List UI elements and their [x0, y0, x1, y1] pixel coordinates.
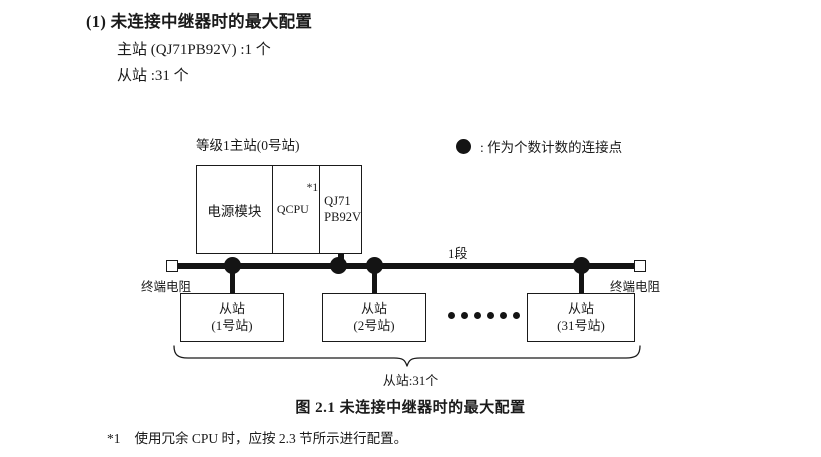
footnote: *1 使用冗余 CPU 时，应按 2.3 节所示进行配置。 — [107, 427, 407, 447]
legend-label: : 作为个数计数的连接点 — [480, 140, 623, 155]
slave-station-box: 从站 (2号站) — [322, 293, 426, 342]
footnote-marker: *1 — [306, 182, 319, 194]
slave-station-label-line2: (2号站) — [353, 317, 395, 333]
ellipsis-dot — [513, 312, 520, 319]
figure-caption: 图 2.1 未连接中继器时的最大配置 — [295, 400, 526, 416]
legend: : 作为个数计数的连接点 — [456, 136, 622, 156]
terminator-label-right: 终端电阻 — [610, 280, 661, 294]
terminator-label-left: 终端电阻 — [141, 280, 192, 294]
terminator-square-left — [166, 260, 178, 272]
connection-point-tap — [573, 257, 590, 274]
slave-station-label-line1: 从站 — [360, 300, 387, 316]
section-line-master-count: 主站 (QJ71PB92V) :1 个 — [117, 42, 271, 58]
connection-point-tap — [366, 257, 383, 274]
ellipsis-dot — [487, 312, 494, 319]
slave-group-brace — [172, 345, 642, 372]
ellipsis-dot — [474, 312, 481, 319]
slave-drop-line — [578, 266, 584, 294]
module-power-supply: 电源模块 — [197, 166, 272, 253]
slave-station-box: 从站 (31号站) — [527, 293, 635, 342]
slave-station-label-line2: (1号站) — [211, 317, 253, 333]
module-network-label-line1: QJ71 — [324, 194, 351, 209]
brace-shape — [173, 345, 641, 367]
master-station-box: 电源模块 QCPU *1 QJ71 PB92V — [196, 165, 362, 254]
terminator-square-right — [634, 260, 646, 272]
filled-circle-icon — [456, 138, 471, 154]
slave-station-label-line2: (31号站) — [557, 317, 605, 333]
module-cpu-label: QCPU — [276, 202, 309, 216]
module-cpu: QCPU *1 — [271, 166, 319, 253]
slave-total-label: 从站:31个 — [382, 373, 439, 388]
ellipsis-dot — [461, 312, 468, 319]
segment-label: 1段 — [448, 246, 468, 261]
module-network-label-line2: PB92V — [324, 209, 361, 224]
slave-drop-line — [371, 266, 377, 294]
section-line-slave-count: 从站 :31 个 — [117, 68, 189, 84]
ellipsis-dot — [500, 312, 507, 319]
footnote-text: 使用冗余 CPU 时，应按 2.3 节所示进行配置。 — [134, 431, 408, 446]
slave-drop-line — [229, 266, 235, 294]
bus-trunk-line — [176, 263, 638, 269]
section-title: (1) 未连接中继器时的最大配置 — [86, 12, 313, 31]
slave-station-label-line1: 从站 — [567, 300, 594, 316]
connection-point-tap — [330, 257, 347, 274]
ellipsis-dots — [448, 312, 520, 319]
master-station-label: 等级1主站(0号站) — [196, 138, 300, 153]
module-power-supply-label: 电源模块 — [207, 203, 262, 219]
connection-point-tap — [224, 257, 241, 274]
slave-station-box: 从站 (1号站) — [180, 293, 284, 342]
footnote-mark: *1 — [107, 431, 121, 446]
slave-station-label-line1: 从站 — [218, 300, 245, 316]
module-network: QJ71 PB92V — [319, 166, 361, 253]
ellipsis-dot — [448, 312, 455, 319]
